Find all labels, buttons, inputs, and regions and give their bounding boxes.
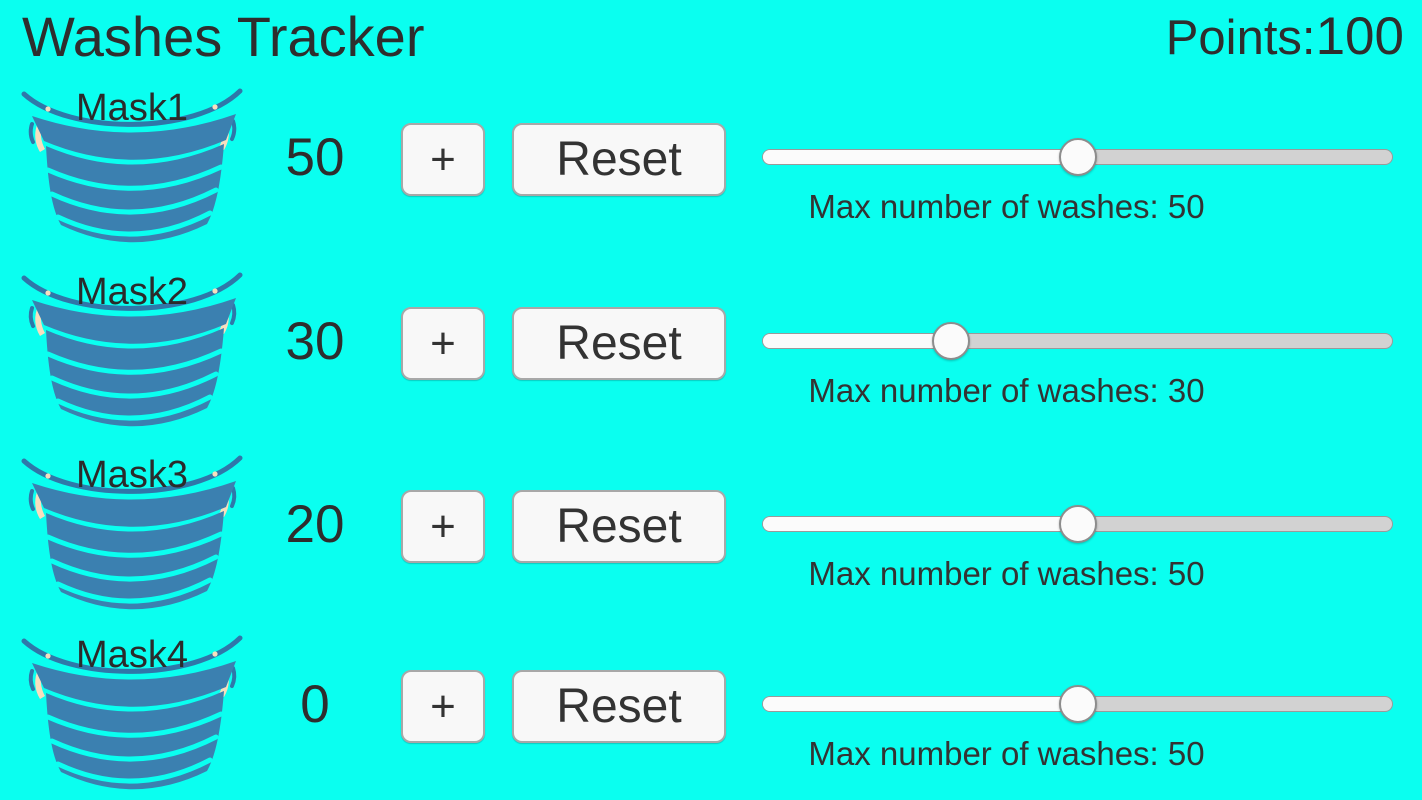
slider-thumb[interactable] [1058, 138, 1097, 176]
points-label: Points: [1165, 11, 1316, 65]
slider-fill [763, 150, 1078, 164]
mask-name-label: Mask3 [76, 454, 188, 496]
slider-thumb[interactable] [932, 322, 971, 360]
max-washes-slider[interactable] [762, 503, 1393, 545]
mask-icon: Mask4 [14, 625, 250, 797]
slider-fill [763, 697, 1078, 711]
mask-name-label: Mask1 [76, 87, 188, 129]
increment-wash-button[interactable]: + [401, 123, 485, 196]
reset-button[interactable]: Reset [512, 670, 726, 743]
increment-wash-button[interactable]: + [401, 670, 485, 743]
wash-count: 30 [285, 312, 345, 371]
mask-row: Mask3 20 + Reset Max number of washes: 5… [0, 445, 1422, 625]
slider-fill [763, 517, 1078, 531]
mask-icon: Mask1 [14, 78, 250, 250]
wash-count: 50 [285, 128, 345, 187]
max-washes-label: Max number of washes: 30 [808, 372, 1205, 409]
reset-button[interactable]: Reset [512, 123, 726, 196]
slider-fill [763, 334, 952, 348]
wash-count: 0 [300, 675, 330, 734]
slider-thumb[interactable] [1058, 505, 1097, 543]
wash-count: 20 [285, 495, 345, 554]
mask-row: Mask2 30 + Reset Max number of washes: 3… [0, 262, 1422, 442]
increment-wash-button[interactable]: + [401, 307, 485, 380]
mask-name-label: Mask4 [76, 634, 188, 676]
max-washes-slider[interactable] [762, 320, 1393, 362]
mask-name-label: Mask2 [76, 271, 188, 313]
max-washes-label: Max number of washes: 50 [808, 735, 1205, 772]
reset-button[interactable]: Reset [512, 307, 726, 380]
page-title: Washes Tracker [22, 5, 425, 68]
max-washes-label: Max number of washes: 50 [808, 188, 1205, 225]
slider-thumb[interactable] [1058, 685, 1097, 723]
slider-track[interactable] [762, 333, 1393, 349]
mask-icon: Mask2 [14, 262, 250, 434]
mask-row: Mask4 0 + Reset Max number of washes: 50 [0, 625, 1422, 800]
mask-icon: Mask3 [14, 445, 250, 617]
max-washes-slider[interactable] [762, 683, 1393, 725]
points-value: 100 [1315, 7, 1404, 66]
reset-button[interactable]: Reset [512, 490, 726, 563]
points-display: Points:100 [1166, 6, 1404, 67]
max-washes-slider[interactable] [762, 136, 1393, 178]
max-washes-label: Max number of washes: 50 [808, 555, 1205, 592]
mask-row: Mask1 50 + Reset Max number of washes: 5… [0, 78, 1422, 258]
increment-wash-button[interactable]: + [401, 490, 485, 563]
